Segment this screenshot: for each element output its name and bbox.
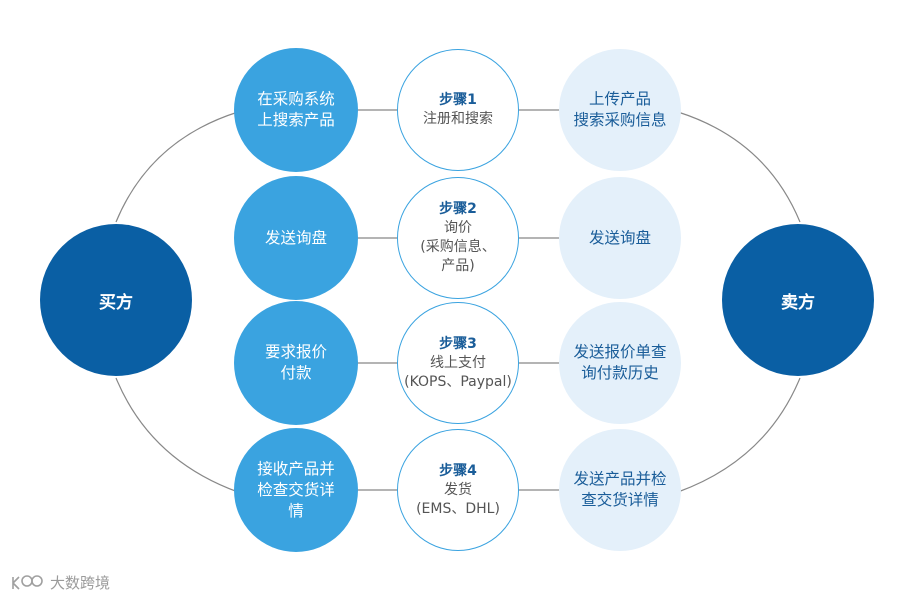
step3-title: 步骤3 [439, 335, 477, 352]
step1-circle: 步骤1 注册和搜索 [397, 49, 519, 171]
seller-label: 卖方 [781, 292, 815, 313]
buyer-arc-top [115, 111, 239, 223]
buyer-action-step4-line1: 接收产品并 [257, 459, 335, 478]
step3-detail-line1: 线上支付 [430, 354, 486, 371]
watermark-text: 大数跨境 [50, 574, 111, 592]
seller-action-step3-line1: 发送报价单查 [573, 343, 667, 361]
buyer-action-step1: 在采购系统 上搜索产品 [234, 48, 358, 172]
seller-arc-top [677, 111, 801, 223]
seller-action-step4: 发送产品并检 查交货详情 [559, 429, 681, 551]
buyer-action-step1-line1: 在采购系统 [257, 90, 335, 108]
step2-detail-line3: 产品) [441, 258, 475, 274]
buyer-action-step3-line2: 付款 [280, 364, 312, 382]
buyer-action-step2-line1: 发送询盘 [264, 228, 327, 247]
step1-title: 步骤1 [439, 92, 477, 108]
buyer-action-step3-line1: 要求报价 [264, 343, 327, 361]
seller-action-step4-line1: 发送产品并检 [573, 470, 667, 488]
seller-action-step1: 上传产品 搜索采购信息 [559, 49, 681, 171]
step3-detail-line2: (KOPS、Paypal) [404, 373, 512, 390]
seller-action-step4-line2: 查交货详情 [581, 491, 659, 509]
step2-detail-line2: (采购信息、 [420, 239, 496, 255]
buyer-action-step3: 要求报价 付款 [234, 301, 358, 425]
step4-detail-line1: 发货 [444, 481, 472, 498]
buyer-action-step2: 发送询盘 [234, 176, 358, 300]
watermark-logo-icon [12, 574, 43, 590]
step4-circle: 步骤4 发货 (EMS、DHL) [397, 429, 519, 551]
seller-action-step1-line2: 搜索采购信息 [573, 111, 667, 129]
step4-detail-line2: (EMS、DHL) [416, 500, 500, 517]
step2-title: 步骤2 [439, 201, 477, 217]
seller-arc-bottom [677, 377, 801, 493]
step2-circle: 步骤2 询价 (采购信息、 产品) [397, 177, 519, 299]
seller-action-step3-line2: 询付款历史 [581, 364, 659, 382]
buyer-label: 买方 [99, 292, 133, 313]
seller-action-step3: 发送报价单查 询付款历史 [559, 302, 681, 424]
buyer-action-step4-line3: 情 [288, 501, 304, 520]
buyer-action-step4: 接收产品并 检查交货详 情 [234, 428, 358, 552]
step4-title: 步骤4 [439, 462, 477, 479]
step1-detail-line1: 注册和搜索 [423, 111, 493, 127]
seller-action-step2: 发送询盘 [559, 177, 681, 299]
watermark: 大数跨境 [10, 572, 110, 593]
seller-action-step2-line1: 发送询盘 [588, 228, 651, 247]
buyer-arc-bottom [115, 377, 239, 493]
step2-detail-line1: 询价 [444, 220, 472, 236]
buyer-action-step1-line2: 上搜索产品 [257, 111, 335, 129]
seller-circle: 卖方 [722, 224, 874, 376]
buyer-circle: 买方 [40, 224, 192, 376]
seller-action-step1-line1: 上传产品 [588, 90, 651, 108]
step3-circle: 步骤3 线上支付 (KOPS、Paypal) [397, 302, 519, 424]
buyer-action-step4-line2: 检查交货详 [257, 480, 335, 499]
